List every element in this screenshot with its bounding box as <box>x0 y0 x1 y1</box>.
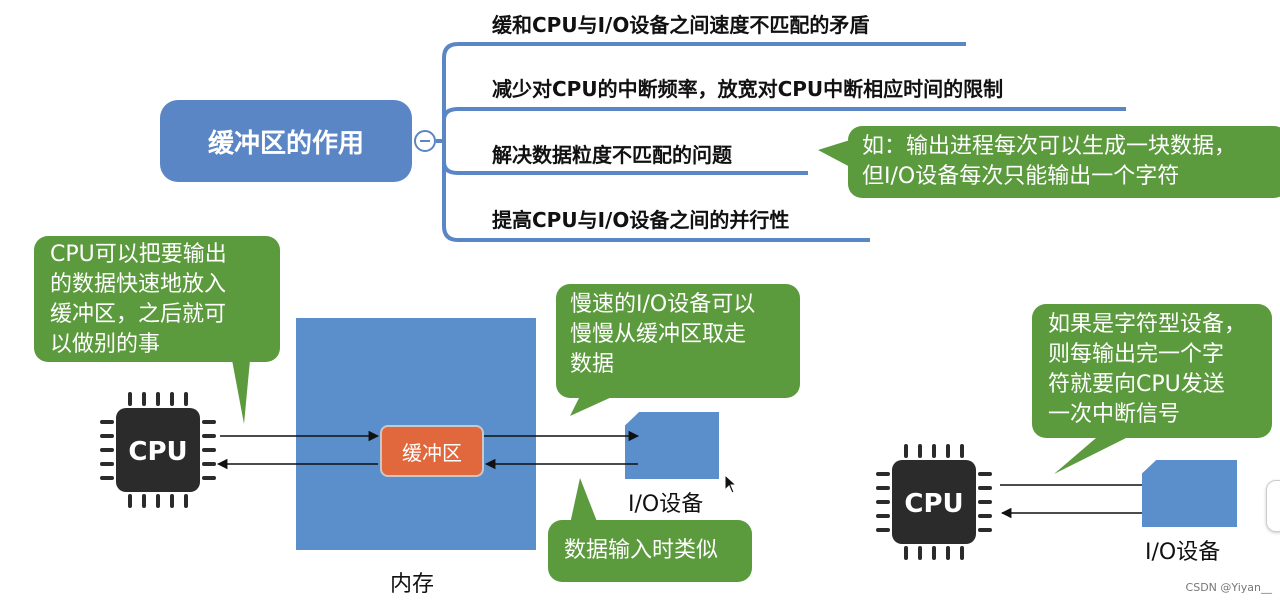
memory-label: 内存 <box>390 572 435 597</box>
branch-parallelism[interactable]: 提高CPU与I/O设备之间的并行性 <box>492 208 790 232</box>
callout-input-note: 数据输入时类似 <box>548 520 752 582</box>
callout-line: 但I/O设备每次只能输出一个字符 <box>862 164 1180 189</box>
callout-char-device-note: 如果是字符型设备， 则每输出完一个字 符就要向CPU发送 一次中断信号 <box>1032 304 1272 438</box>
mindmap-connectors <box>436 42 1126 242</box>
callout-line: 一次中断信号 <box>1048 402 1181 427</box>
callout-slow-device-note: 慢速的I/O设备可以 慢慢从缓冲区取走 数据 <box>556 284 800 398</box>
cpu-chip-icon: CPU <box>100 392 216 508</box>
branch-speed-mismatch[interactable]: 缓和CPU与I/O设备之间速度不匹配的矛盾 <box>492 13 870 37</box>
callout-line: 数据输入时类似 <box>564 538 719 563</box>
callout-cpu-note: CPU可以把要输出 的数据快速地放入 缓冲区，之后就可 以做别的事 <box>34 236 280 362</box>
callout-line: 的数据快速地放入 <box>50 272 227 297</box>
cpu-label-right: CPU <box>904 489 963 519</box>
callout-line: 如：输出进程每次可以生成一块数据， <box>862 134 1237 159</box>
callout-granularity-example: 如：输出进程每次可以生成一块数据， 但I/O设备每次只能输出一个字符 <box>848 126 1280 198</box>
io-device-label-right: I/O设备 <box>1145 540 1221 565</box>
callout-line: 慢速的I/O设备可以 <box>570 292 756 317</box>
callout-line: 缓冲区，之后就可 <box>50 302 227 327</box>
io-device-block <box>625 412 719 479</box>
branch-granularity[interactable]: 解决数据粒度不匹配的问题 <box>492 143 732 167</box>
branch-interrupt-frequency[interactable]: 减少对CPU的中断频率，放宽对CPU中断相应时间的限制 <box>492 77 1004 101</box>
callout-line: CPU可以把要输出 <box>50 242 227 267</box>
callout-line: 数据 <box>570 352 615 377</box>
edge-button[interactable] <box>1266 480 1280 532</box>
watermark: CSDN @Yiyan__ <box>1185 581 1272 594</box>
mouse-cursor-icon <box>724 474 738 494</box>
callout-line: 慢慢从缓冲区取走 <box>570 322 747 347</box>
callout-line: 以做别的事 <box>50 332 161 357</box>
callout-line: 符就要向CPU发送 <box>1048 372 1225 397</box>
collapse-icon[interactable] <box>414 130 436 152</box>
io-device-block-right <box>1142 460 1237 527</box>
mindmap-root-label: 缓冲区的作用 <box>207 128 364 159</box>
cpu-chip-icon-right: CPU <box>876 444 992 560</box>
mindmap-root-node[interactable]: 缓冲区的作用 <box>160 100 412 182</box>
callout-line: 则每输出完一个字 <box>1048 342 1225 367</box>
callout-line: 如果是字符型设备， <box>1048 312 1247 337</box>
buffer-label: 缓冲区 <box>402 440 462 465</box>
cpu-label: CPU <box>128 437 187 467</box>
buffer-block: 缓冲区 <box>380 425 484 477</box>
io-device-label: I/O设备 <box>628 492 704 517</box>
